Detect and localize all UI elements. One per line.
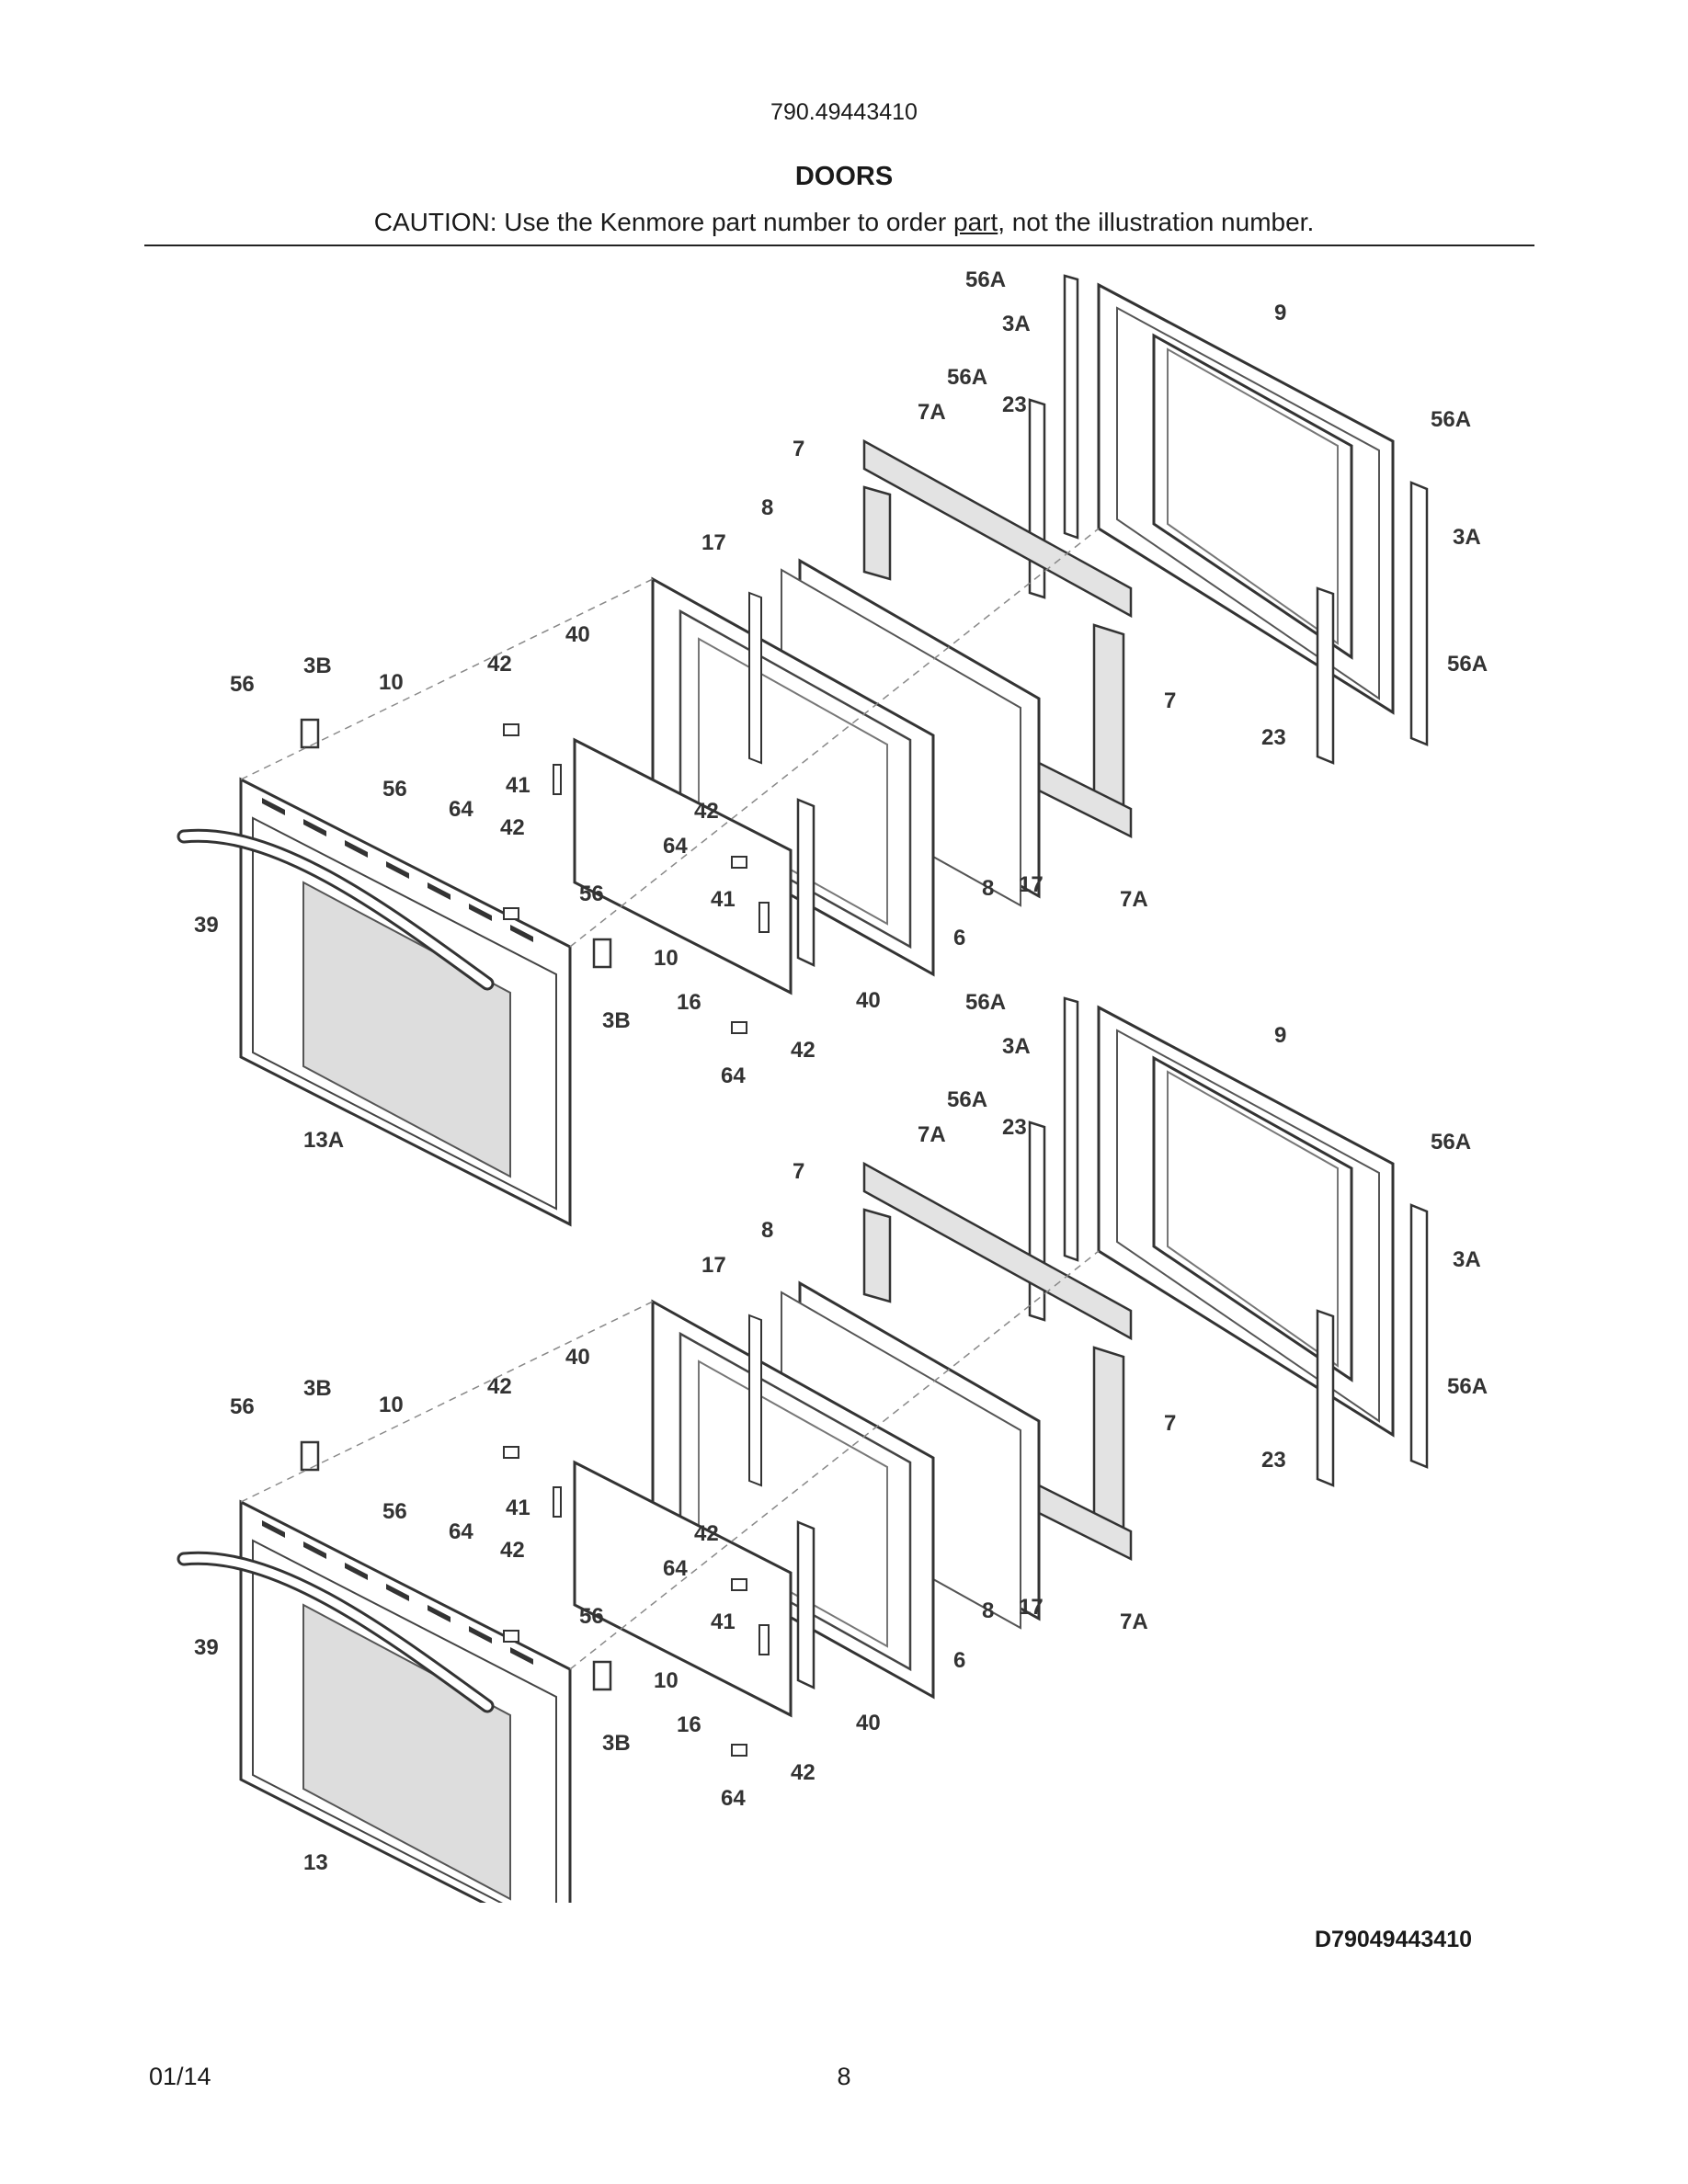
upper-callout-42: 42 — [500, 815, 525, 840]
lower-callout-7a: 7A — [918, 1122, 946, 1147]
lower-callout-10: 10 — [654, 1668, 679, 1693]
lower-callout-56a: 56A — [947, 1087, 987, 1112]
upper-callout-42: 42 — [694, 799, 719, 824]
lower-callout-3a: 3A — [1453, 1247, 1481, 1272]
lower-callout-16: 16 — [677, 1712, 701, 1737]
upper-callout-10: 10 — [379, 670, 404, 695]
lower-callout-56a: 56A — [1431, 1130, 1471, 1155]
upper-callout-13a: 13A — [303, 1128, 344, 1153]
lower-callout-3b: 3B — [303, 1376, 332, 1401]
upper-callout-56: 56 — [579, 882, 604, 906]
lower-callout-8: 8 — [761, 1218, 773, 1243]
upper-callout-40: 40 — [856, 988, 881, 1013]
lower-callout-56: 56 — [579, 1604, 604, 1629]
upper-callout-3b: 3B — [602, 1008, 631, 1033]
lower-callout-39: 39 — [194, 1635, 219, 1660]
upper-callout-7a: 7A — [1120, 887, 1148, 912]
page-title: DOORS — [794, 162, 894, 191]
caution-text-end: , not the illustration number. — [998, 208, 1315, 236]
upper-callout-42: 42 — [791, 1038, 815, 1063]
caution-notice: CAUTION: Use the Kenmore part number to … — [0, 208, 1688, 237]
upper-callout-40: 40 — [565, 622, 590, 647]
lower-callout-13: 13 — [303, 1850, 328, 1875]
lower-callout-56: 56 — [230, 1394, 255, 1419]
lower-callout-7: 7 — [1164, 1411, 1176, 1436]
upper-callout-41: 41 — [711, 887, 736, 912]
lower-callout-23: 23 — [1002, 1115, 1027, 1140]
lower-callout-23: 23 — [1261, 1448, 1286, 1473]
upper-callout-17: 17 — [1019, 872, 1044, 897]
lower-callout-40: 40 — [565, 1345, 590, 1370]
lower-callout-56: 56 — [382, 1499, 407, 1524]
lower-callout-17: 17 — [1019, 1595, 1044, 1620]
upper-callout-39: 39 — [194, 913, 219, 938]
upper-callout-3a: 3A — [1453, 525, 1481, 550]
lower-callout-40: 40 — [856, 1711, 881, 1735]
upper-callout-16: 16 — [677, 990, 701, 1015]
upper-callout-7a: 7A — [918, 400, 946, 425]
upper-callout-56a: 56A — [947, 365, 987, 390]
upper-callout-9: 9 — [1274, 301, 1286, 325]
upper-callout-56a: 56A — [1431, 407, 1471, 432]
upper-callout-17: 17 — [701, 530, 726, 555]
lower-callout-42: 42 — [791, 1760, 815, 1785]
caution-text: CAUTION: Use the Kenmore part number to … — [373, 208, 953, 236]
lower-callout-7a: 7A — [1120, 1610, 1148, 1634]
lower-callout-64: 64 — [449, 1519, 473, 1544]
lower-callout-41: 41 — [506, 1496, 530, 1520]
upper-callout-56a: 56A — [1447, 652, 1488, 677]
lower-callout-56a: 56A — [1447, 1374, 1488, 1399]
upper-callout-10: 10 — [654, 946, 679, 971]
lower-callout-17: 17 — [701, 1253, 726, 1278]
upper-callout-3b: 3B — [303, 654, 332, 678]
upper-callout-3a: 3A — [1002, 312, 1031, 336]
lower-callout-56a: 56A — [965, 990, 1006, 1015]
upper-callout-64: 64 — [663, 834, 688, 859]
drawing-number: D79049443410 — [1315, 1927, 1472, 1952]
upper-callout-42: 42 — [487, 652, 512, 677]
caution-part-link[interactable]: part — [953, 208, 998, 236]
lower-callout-64: 64 — [663, 1556, 688, 1581]
lower-callout-6: 6 — [953, 1648, 965, 1673]
lower-callout-8: 8 — [982, 1598, 994, 1623]
upper-callout-8: 8 — [761, 495, 773, 520]
lower-callout-41: 41 — [711, 1610, 736, 1634]
upper-callout-8: 8 — [982, 876, 994, 901]
upper-callout-56a: 56A — [965, 267, 1006, 292]
page-number: 8 — [837, 2063, 851, 2090]
upper-callout-56: 56 — [382, 777, 407, 802]
lower-callout-42: 42 — [487, 1374, 512, 1399]
lower-callout-64: 64 — [721, 1786, 746, 1811]
upper-callout-6: 6 — [953, 926, 965, 950]
lower-callout-3a: 3A — [1002, 1034, 1031, 1059]
lower-callout-42: 42 — [500, 1538, 525, 1563]
header-divider — [144, 245, 1534, 246]
upper-callout-23: 23 — [1002, 392, 1027, 417]
lower-callout-10: 10 — [379, 1393, 404, 1417]
lower-callout-3b: 3B — [602, 1731, 631, 1756]
upper-callout-64: 64 — [721, 1064, 746, 1088]
upper-callout-56: 56 — [230, 672, 255, 697]
lower-door-callouts: 56A 3A 9 56A 23 7A 7 56A 3A 8 17 40 7 56A 23 42 3B 56 10 41… — [194, 990, 1488, 1875]
upper-callout-7: 7 — [793, 437, 804, 461]
upper-callout-41: 41 — [506, 773, 530, 798]
model-number: 790.49443410 — [770, 99, 918, 125]
upper-callout-64: 64 — [449, 797, 473, 822]
revision-date: 01/14 — [149, 2063, 211, 2090]
lower-callout-9: 9 — [1274, 1023, 1286, 1048]
upper-callout-23: 23 — [1261, 725, 1286, 750]
lower-callout-7: 7 — [793, 1159, 804, 1184]
lower-callout-42: 42 — [694, 1521, 719, 1546]
upper-callout-7: 7 — [1164, 688, 1176, 713]
